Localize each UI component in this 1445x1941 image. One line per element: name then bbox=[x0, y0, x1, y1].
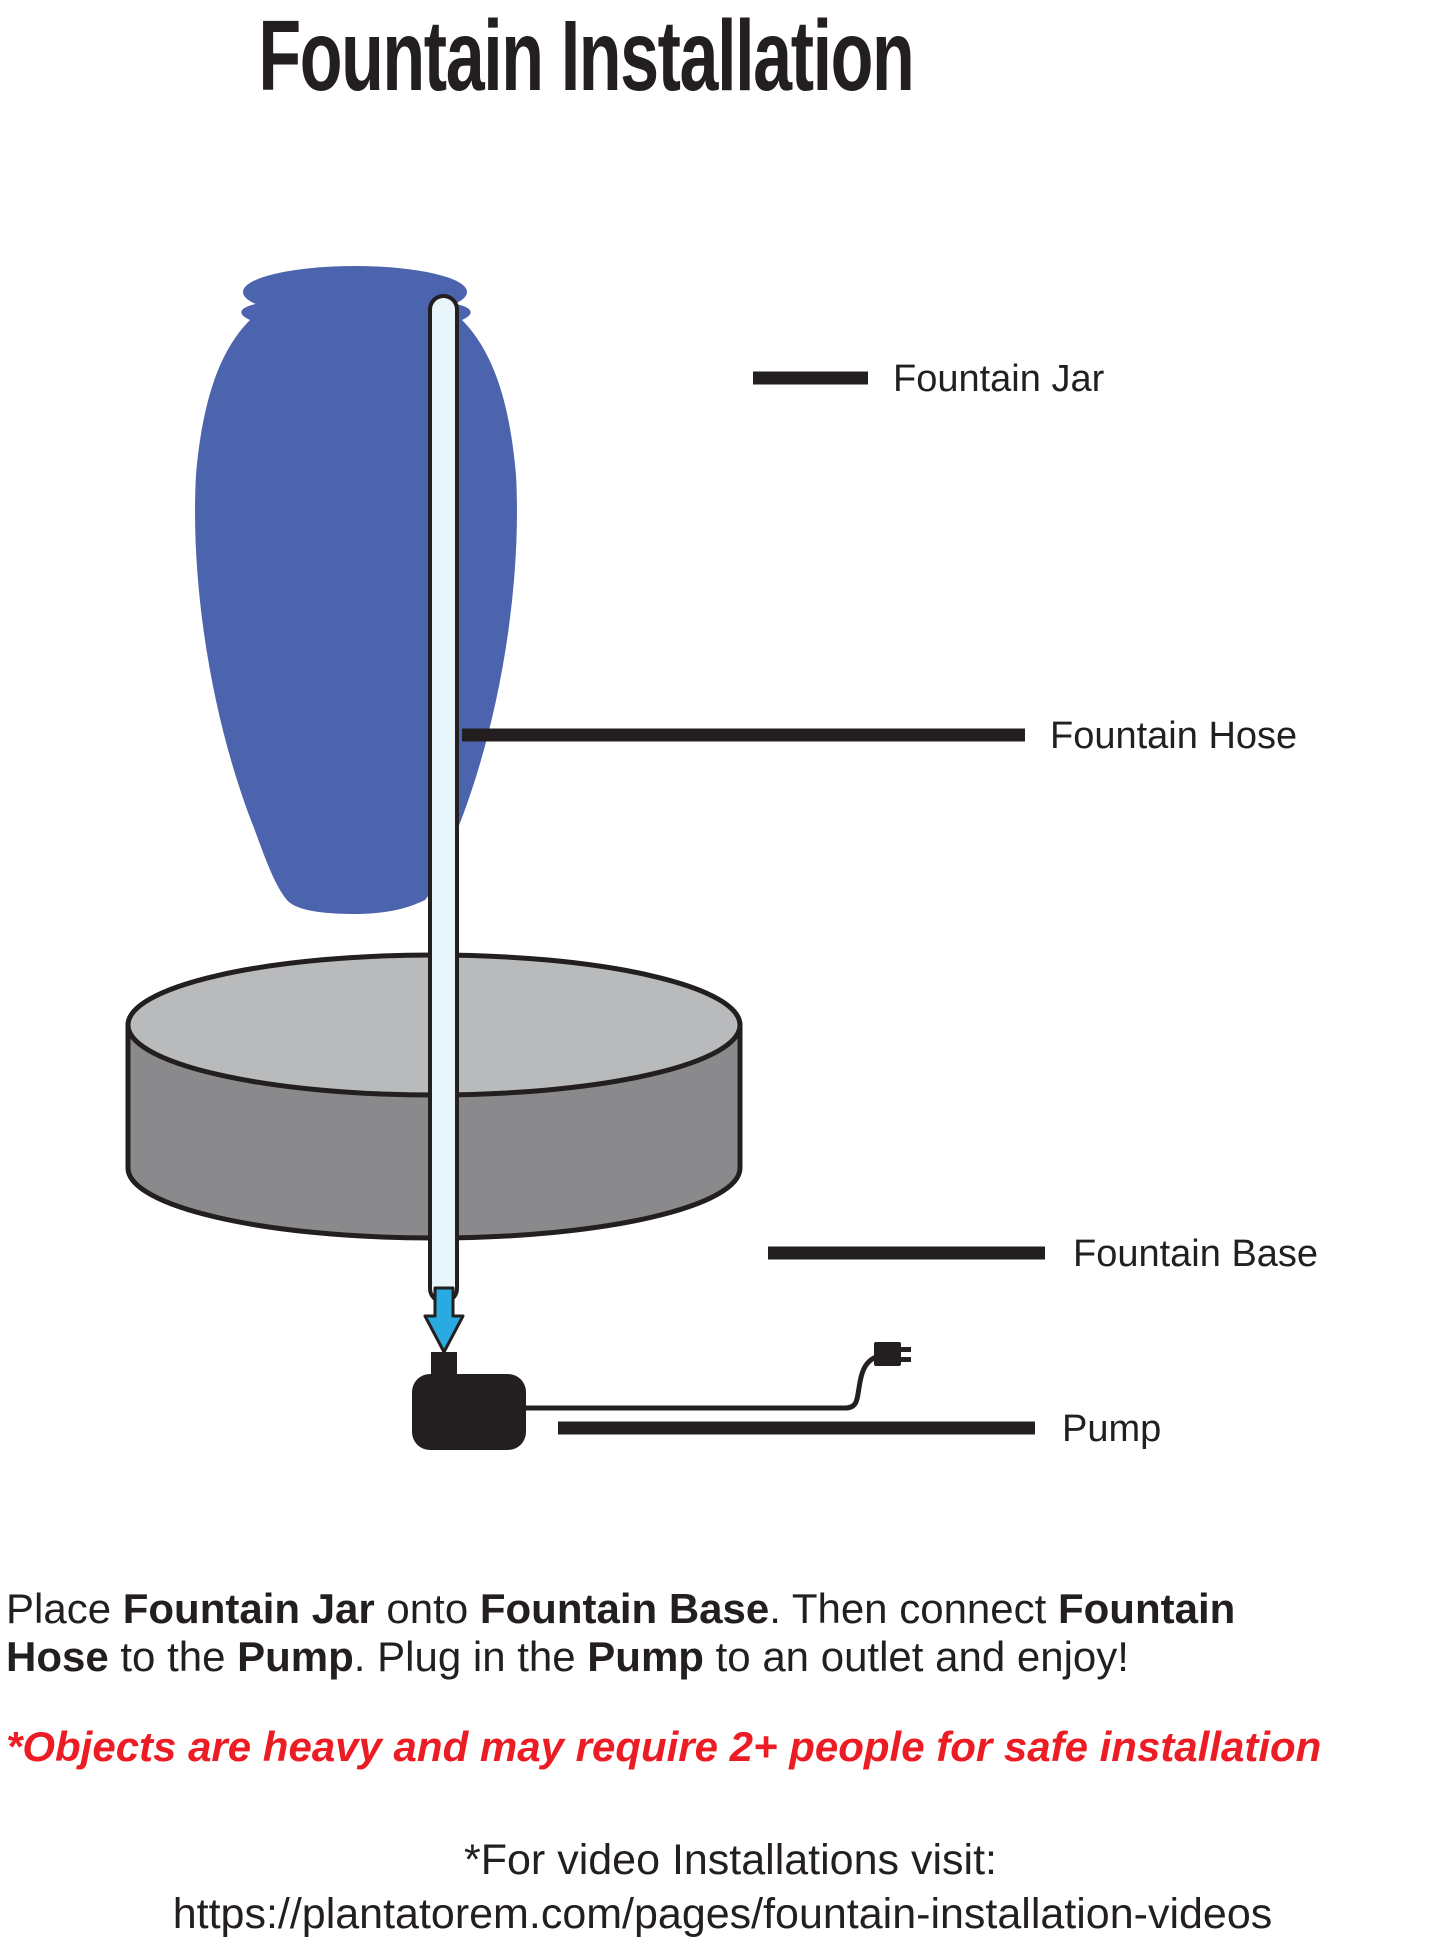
instr-bold: Pump bbox=[587, 1633, 704, 1680]
instr-text: . Then connect bbox=[769, 1585, 1058, 1632]
footer-url: https://plantatorem.com/pages/fountain-i… bbox=[172, 1890, 1273, 1938]
page-title: Fountain Installation bbox=[0, 0, 1172, 112]
fountain-hose-tube bbox=[428, 294, 459, 1304]
footer-visit-text: *For video Installations visit: bbox=[464, 1836, 997, 1884]
power-plug-icon bbox=[874, 1342, 901, 1366]
pump-body bbox=[412, 1374, 526, 1450]
instr-bold: Fountain Base bbox=[479, 1585, 770, 1632]
instructions-line-2: Hose to the Pump. Plug in the Pump to an… bbox=[6, 1633, 1442, 1681]
pump-nozzle bbox=[431, 1352, 457, 1378]
safety-warning: *Objects are heavy and may require 2+ pe… bbox=[6, 1723, 1322, 1770]
instructions-line-1: Place Fountain Jar onto Fountain Base. T… bbox=[6, 1585, 1442, 1633]
label-pump: Pump bbox=[1062, 1408, 1161, 1450]
instr-bold: Pump bbox=[237, 1633, 354, 1680]
label-fountain-jar: Fountain Jar bbox=[893, 358, 1105, 400]
instr-text: Place bbox=[6, 1585, 123, 1632]
label-fountain-base: Fountain Base bbox=[1073, 1233, 1318, 1275]
instr-text: to an outlet and enjoy! bbox=[703, 1633, 1129, 1680]
instr-text: to the bbox=[108, 1633, 238, 1680]
power-plug-prong-top bbox=[901, 1347, 911, 1352]
instr-text: onto bbox=[374, 1585, 480, 1632]
power-plug-prong-bottom bbox=[901, 1357, 911, 1362]
instr-text: . Plug in the bbox=[353, 1633, 588, 1680]
instr-bold: Fountain bbox=[1057, 1585, 1236, 1632]
installation-instructions: Place Fountain Jar onto Fountain Base. T… bbox=[6, 1585, 1442, 1681]
instr-bold: Hose bbox=[6, 1633, 109, 1680]
instr-bold: Fountain Jar bbox=[122, 1585, 375, 1632]
fountain-diagram: Fountain Jar Fountain Hose Fountain Base… bbox=[125, 266, 1318, 1450]
power-cord bbox=[523, 1354, 879, 1411]
page-title-text: Fountain Installation bbox=[258, 0, 914, 112]
label-fountain-hose: Fountain Hose bbox=[1050, 715, 1297, 757]
fountain-jar-body bbox=[195, 300, 517, 914]
flow-arrow-icon bbox=[423, 1286, 465, 1354]
